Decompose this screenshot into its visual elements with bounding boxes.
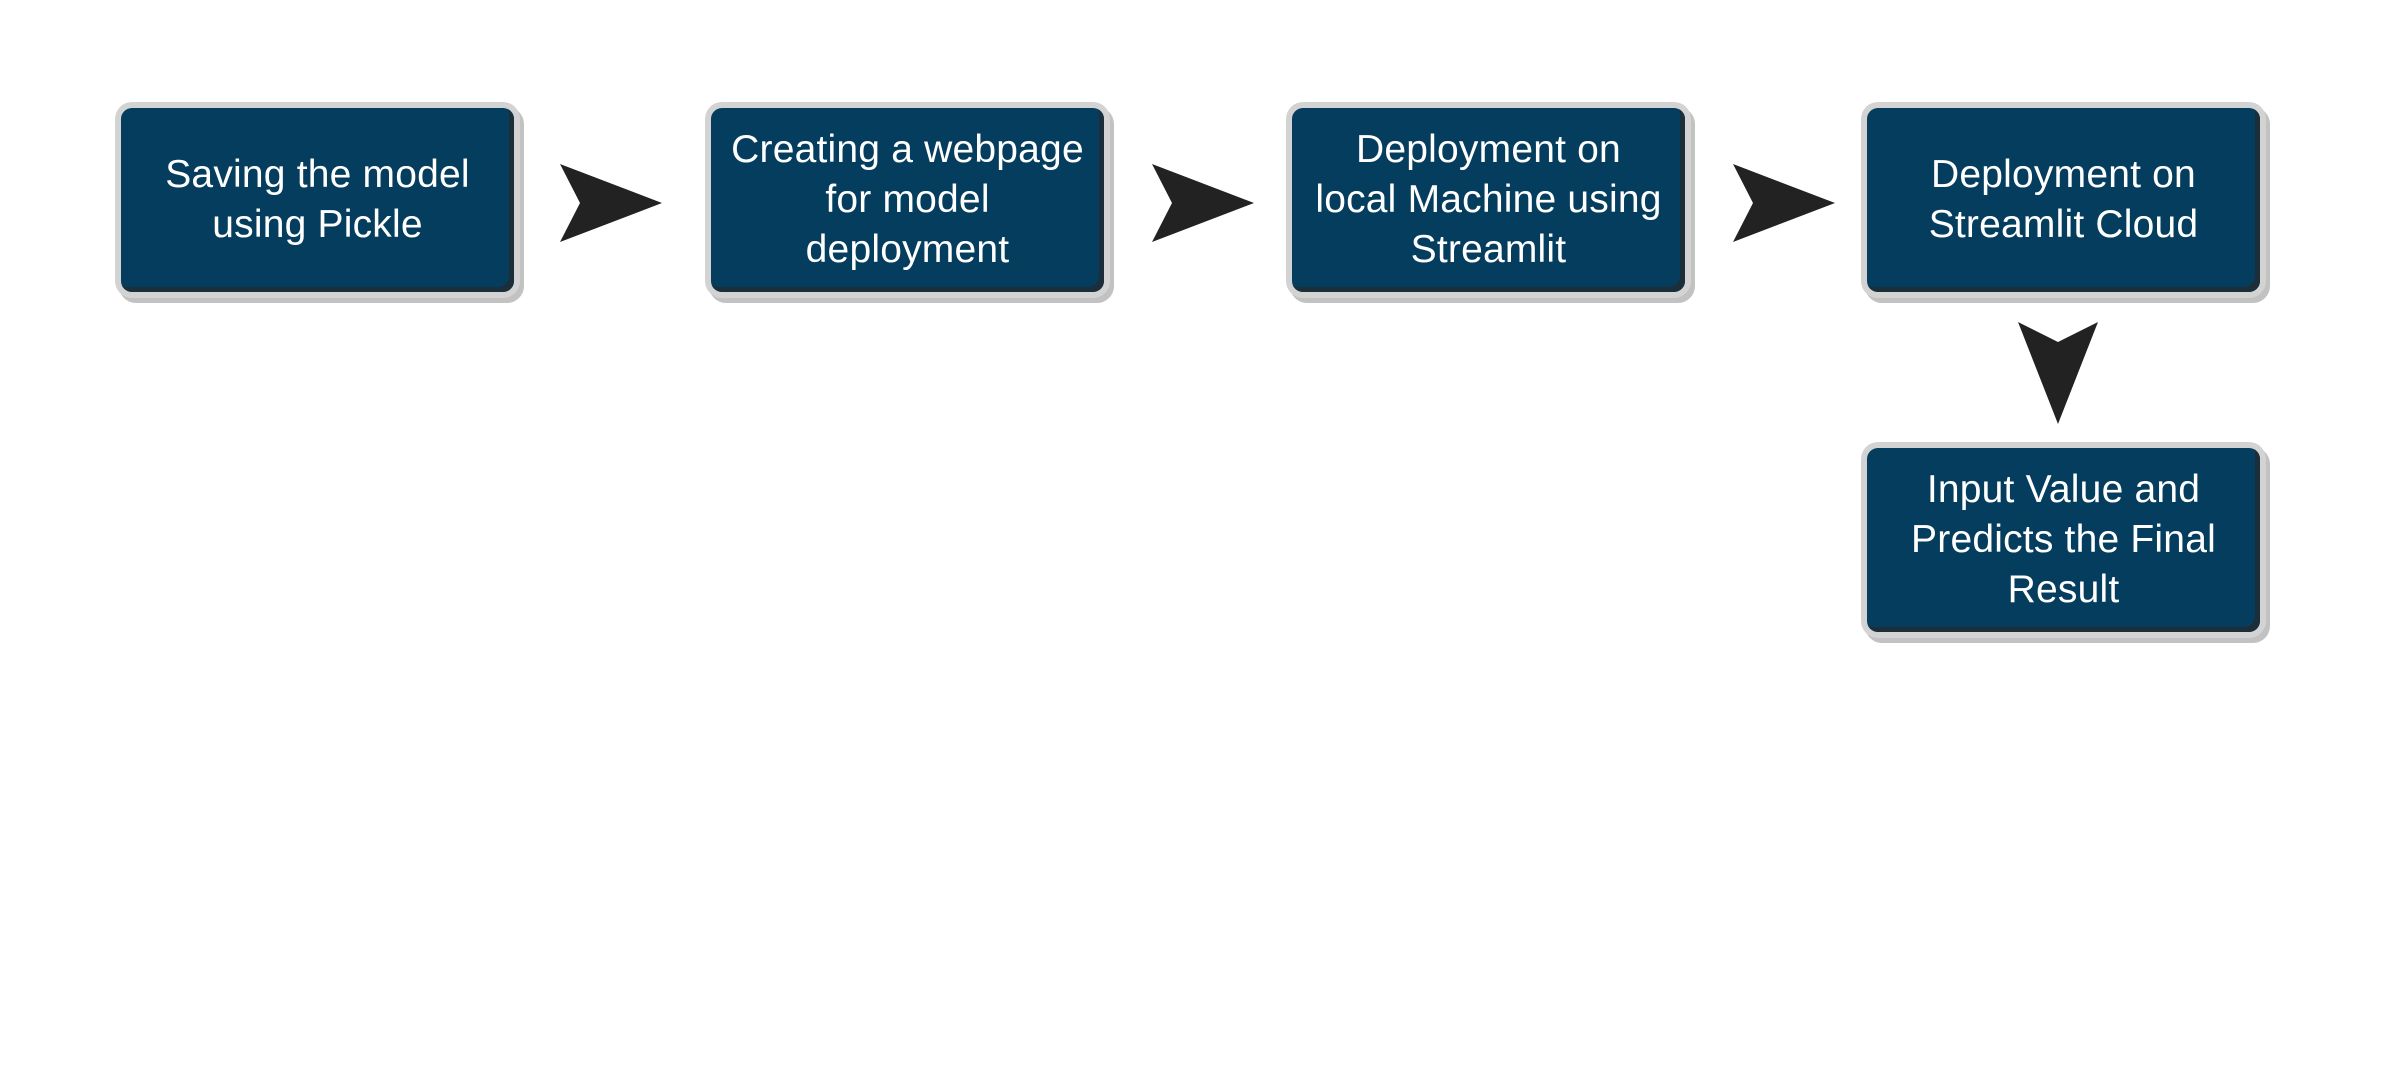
step-create-webpage: Creating a webpage for model deployment	[711, 108, 1104, 292]
step-local-deployment: Deployment on local Machine using Stream…	[1292, 108, 1685, 292]
step-save-model-pickle: Saving the model using Pickle	[121, 108, 514, 292]
arrow-down-icon	[2018, 322, 2098, 424]
step-label: Deployment on local Machine using Stream…	[1315, 128, 1662, 271]
step-label: Deployment on Streamlit Cloud	[1928, 153, 2199, 246]
arrow-right-icon	[1733, 164, 1835, 242]
step-predict-result: Input Value and Predicts the Final Resul…	[1867, 448, 2260, 632]
step-label: Input Value and Predicts the Final Resul…	[1911, 468, 2216, 611]
step-streamlit-cloud-deployment: Deployment on Streamlit Cloud	[1867, 108, 2260, 292]
step-label: Creating a webpage for model deployment	[731, 128, 1084, 271]
step-label: Saving the model using Pickle	[165, 153, 470, 246]
arrow-right-icon	[560, 164, 662, 242]
arrow-right-icon	[1152, 164, 1254, 242]
